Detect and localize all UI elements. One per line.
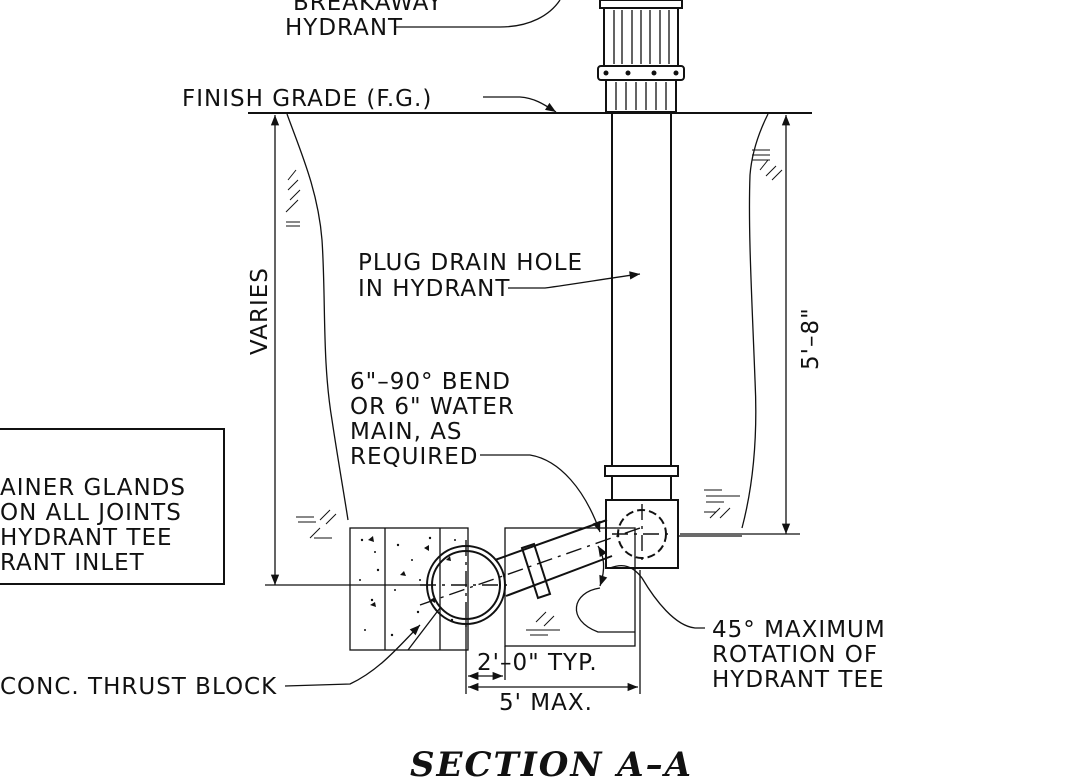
typ-dimension-label: 2'–0" TYP. xyxy=(477,650,598,676)
width-dimensions xyxy=(465,570,641,694)
rotation-label-2: ROTATION OF xyxy=(712,642,878,668)
varies-dimension xyxy=(265,115,430,586)
bend-label-1: 6"–90° BEND xyxy=(350,369,511,395)
hydrant-riser-pipe xyxy=(604,112,679,500)
note-line-3: HYDRANT TEE xyxy=(0,525,173,551)
section-title: SECTION A–A xyxy=(410,745,693,777)
breakaway-label-2: HYDRANT xyxy=(285,15,403,41)
note-line-2: ON ALL JOINTS xyxy=(0,500,182,526)
thrust-block-label: CONC. THRUST BLOCK xyxy=(0,674,277,700)
finish-grade-label: FINISH GRADE (F.G.) xyxy=(182,86,432,112)
breakaway-label-1: BREAKAWAY xyxy=(293,0,443,16)
plug-label-1: PLUG DRAIN HOLE xyxy=(358,250,583,276)
trench-walls xyxy=(285,113,783,636)
breakaway-hydrant-barrel xyxy=(597,0,685,113)
varies-label: VARIES xyxy=(247,267,273,355)
hydrant-tee xyxy=(605,499,679,569)
note-line-4: RANT INLET xyxy=(0,550,145,576)
angled-branch-pipe xyxy=(419,519,641,647)
note-line-1: AINER GLANDS xyxy=(0,475,186,501)
concrete-thrust-block xyxy=(349,527,469,651)
depth-label: 5'–8" xyxy=(798,307,824,370)
bend-label-4: REQUIRED xyxy=(350,444,478,470)
max-dimension-label: 5' MAX. xyxy=(499,690,593,716)
rotation-label-1: 45° MAXIMUM xyxy=(712,617,886,643)
plug-label-2: IN HYDRANT xyxy=(358,276,510,302)
rotation-arc xyxy=(597,545,608,587)
leader-lines xyxy=(284,0,705,687)
bend-label-2: OR 6" WATER xyxy=(350,394,515,420)
depth-dimension xyxy=(680,115,800,535)
rotation-label-3: HYDRANT TEE xyxy=(712,667,885,693)
note-box xyxy=(0,428,225,585)
bend-label-3: MAIN, AS xyxy=(350,419,463,445)
